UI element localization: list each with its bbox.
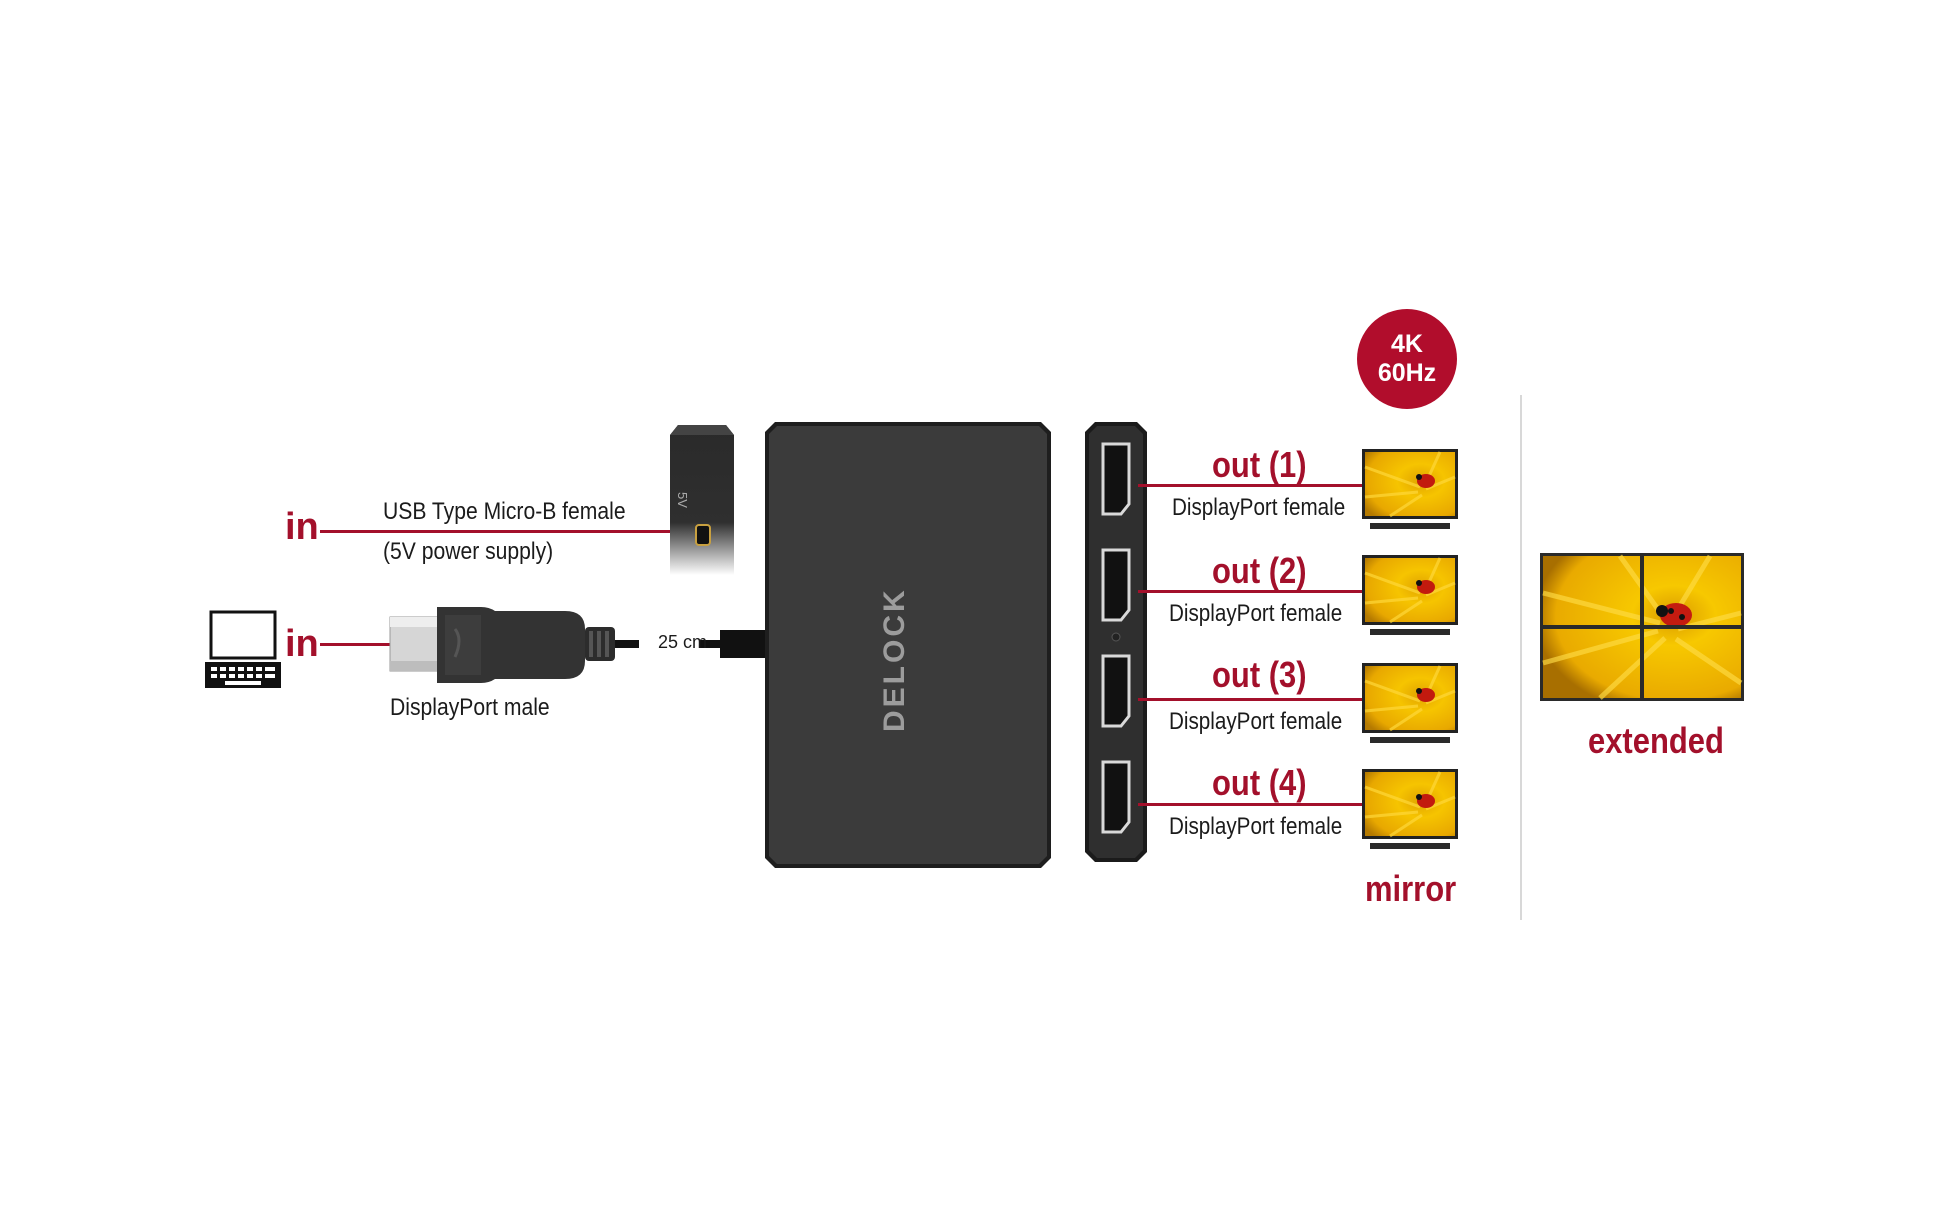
usb-label-line1: USB Type Micro-B female — [383, 498, 626, 525]
out2-desc: DisplayPort female — [1169, 600, 1343, 627]
usb-label-line2: (5V power supply) — [383, 538, 554, 565]
video-wall — [1540, 553, 1744, 701]
monitor-icon — [1362, 663, 1458, 743]
badge-line2: 60Hz — [1377, 359, 1437, 387]
out4-line — [1138, 803, 1363, 806]
out4-title: out (4) — [1212, 762, 1307, 803]
power-in-label: in — [285, 506, 319, 548]
dp-male-label: DisplayPort male — [390, 694, 550, 721]
displayport-connector-icon — [389, 607, 765, 683]
out1-line — [1138, 484, 1363, 487]
out3-desc: DisplayPort female — [1169, 708, 1343, 735]
out2-title: out (2) — [1212, 550, 1307, 591]
monitor-icon — [1362, 555, 1458, 635]
brand-logo: DELOCK — [878, 587, 911, 732]
video-in-line — [320, 643, 392, 646]
out4-desc: DisplayPort female — [1169, 813, 1343, 840]
splitter-device — [765, 422, 1051, 868]
micro-usb-port-icon — [695, 524, 711, 546]
extended-label: extended — [1588, 720, 1724, 761]
monitor-icon — [1362, 449, 1458, 529]
out1-desc: DisplayPort female — [1172, 494, 1346, 521]
cable-length-label: 25 cm — [658, 632, 708, 652]
monitor-icon — [1362, 769, 1458, 849]
mode-divider — [1520, 395, 1522, 920]
out2-line — [1138, 590, 1363, 593]
device-side-view — [670, 425, 734, 575]
out3-line — [1138, 698, 1363, 701]
mirror-label: mirror — [1365, 868, 1457, 909]
out1-title: out (1) — [1212, 444, 1307, 485]
out3-title: out (3) — [1212, 654, 1307, 695]
resolution-badge: 4K 60Hz — [1357, 309, 1457, 409]
laptop-icon — [205, 610, 281, 688]
power-in-line — [320, 530, 700, 533]
video-in-label: in — [285, 623, 319, 665]
port-marking: 5V — [675, 492, 690, 508]
output-panel — [1085, 422, 1147, 862]
badge-line1: 4K — [1391, 330, 1423, 358]
